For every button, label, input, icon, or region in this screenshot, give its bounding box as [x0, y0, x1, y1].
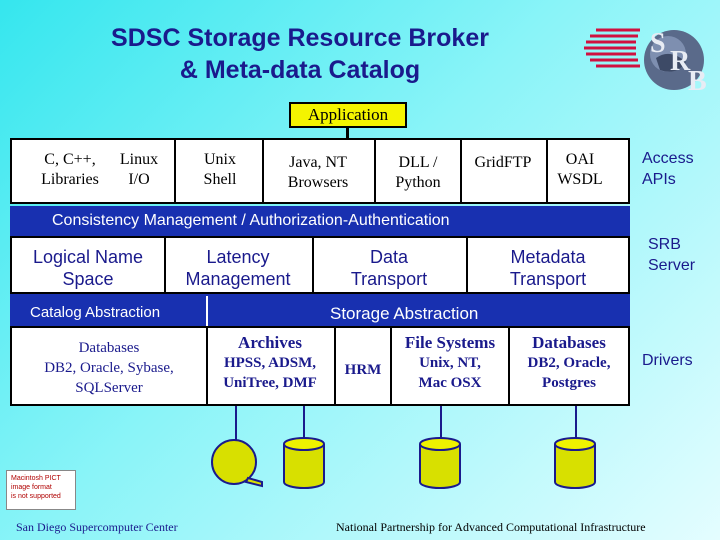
storage-abstraction-divider	[206, 296, 630, 326]
catalog-databases-line-3: SQLServer	[75, 380, 143, 396]
title-line-1: SDSC Storage Resource Broker	[111, 24, 489, 52]
file-systems-driver: File Systems Unix, NT, Mac OSX	[392, 333, 508, 393]
api-oai-wsdl: OAI WSDL	[552, 150, 608, 190]
api-java-browsers: Java, NT Browsers	[276, 153, 360, 193]
catalog-databases: Databases DB2, Oracle, Sybase, SQLServer	[14, 338, 204, 398]
filesystem-storage-icon	[419, 437, 461, 489]
latency-management-line-1: Latency	[206, 247, 270, 267]
api-dll-python: DLL / Python	[384, 153, 452, 193]
footer-sdsc: San Diego Supercomputer Center	[16, 520, 178, 534]
drivers-label: Drivers	[642, 352, 693, 369]
api-c-libraries-line-1: C, C++,	[44, 151, 96, 168]
access-apis-line-2: APIs	[642, 171, 676, 188]
application-connector	[346, 128, 349, 140]
hrm-driver: HRM	[344, 362, 382, 378]
file-systems-line-1: Unix, NT,	[419, 355, 481, 371]
api-linux-io: Linux I/O	[112, 150, 166, 190]
srb-server-line-2: Server	[648, 257, 696, 274]
api-separator	[460, 140, 462, 204]
api-linux-io-line-2: I/O	[128, 171, 150, 188]
archive-connector	[235, 406, 237, 442]
api-unix-shell-line-2: Shell	[203, 171, 237, 188]
server-separator	[164, 236, 166, 294]
slide-title: SDSC Storage Resource Broker & Meta-data…	[60, 22, 540, 86]
api-java-browsers-line-1: Java, NT	[289, 154, 347, 171]
storage-databases-driver: Databases DB2, Oracle, Postgres	[510, 333, 628, 393]
data-transport-line-1: Data	[369, 247, 409, 267]
data-transport: Data Transport	[314, 246, 464, 290]
consistency-management-label: Consistency Management / Authorization-A…	[52, 212, 450, 229]
storage-databases-title: Databases	[532, 333, 606, 352]
unsupported-image-placeholder: Macintosh PICT image format is not suppo…	[6, 470, 76, 510]
data-transport-line-2: Transport	[350, 269, 428, 289]
archives-driver: Archives HPSS, ADSM, UniTree, DMF	[208, 333, 332, 393]
archives-line-1: HPSS, ADSM,	[223, 355, 317, 371]
api-unix-shell: Unix Shell	[190, 150, 250, 190]
file-systems-title: File Systems	[404, 333, 496, 352]
catalog-databases-line-2: DB2, Oracle, Sybase,	[44, 360, 174, 376]
drivers-separator	[390, 326, 392, 406]
srb-logo-icon: S R B	[584, 28, 707, 97]
api-oai-wsdl-line-2: WSDL	[557, 171, 603, 188]
database-connector	[575, 406, 577, 442]
api-gridftp: GridFTP	[474, 154, 532, 171]
access-apis-line-1: Access	[642, 150, 694, 167]
api-c-libraries-line-2: Libraries	[41, 171, 99, 188]
hrm-connector	[303, 406, 305, 442]
server-separator	[466, 236, 468, 294]
database-storage-icon	[554, 437, 596, 489]
api-oai-wsdl-line-1: OAI	[565, 151, 595, 168]
title-line-2: & Meta-data Catalog	[179, 56, 421, 84]
storage-databases-line-1: DB2, Oracle,	[527, 355, 611, 371]
pict-notice-line-2: image format	[11, 484, 52, 491]
svg-text:B: B	[688, 66, 707, 97]
api-c-libraries: C, C++, Libraries	[30, 150, 110, 190]
access-apis-label: Access APIs	[642, 148, 694, 190]
api-separator	[546, 140, 548, 204]
tape-storage-icon	[211, 439, 263, 488]
pict-notice-line-3: is not supported	[11, 493, 61, 500]
api-separator	[374, 140, 376, 204]
api-unix-shell-line-1: Unix	[204, 151, 236, 168]
srb-server-label: SRB Server	[648, 234, 695, 276]
latency-management: Latency Management	[166, 246, 310, 290]
disk-storage-icon	[283, 437, 325, 489]
footer-npaci: National Partnership for Advanced Comput…	[336, 520, 646, 534]
file-systems-line-2: Mac OSX	[418, 375, 482, 391]
drivers-separator	[334, 326, 336, 406]
storage-databases-line-2: Postgres	[542, 375, 596, 391]
archives-line-2: UniTree, DMF	[223, 375, 317, 391]
drivers-separator	[206, 326, 208, 406]
server-services-row	[10, 236, 630, 294]
archives-title: Archives	[238, 333, 302, 352]
drivers-row	[10, 326, 630, 406]
api-java-browsers-line-2: Browsers	[287, 174, 349, 191]
api-dll-python-line-2: Python	[395, 174, 441, 191]
svg-text:R: R	[670, 46, 691, 77]
logical-name-space: Logical Name Space	[14, 246, 162, 290]
metadata-transport-line-2: Transport	[509, 269, 587, 289]
logical-name-space-line-1: Logical Name	[32, 247, 144, 267]
logical-name-space-line-2: Space	[62, 269, 114, 289]
application-box: Application	[289, 102, 407, 128]
metadata-transport-line-1: Metadata	[510, 247, 586, 267]
catalog-abstraction-label: Catalog Abstraction	[30, 304, 161, 321]
storage-abstraction-label: Storage Abstraction	[330, 304, 479, 323]
api-separator	[262, 140, 264, 204]
api-separator	[174, 140, 176, 204]
srb-server-line-1: SRB	[648, 236, 681, 253]
access-api-bar	[10, 138, 630, 204]
server-separator	[312, 236, 314, 294]
svg-text:S: S	[650, 28, 666, 59]
latency-management-line-2: Management	[185, 269, 291, 289]
metadata-transport: Metadata Transport	[468, 246, 628, 290]
api-dll-python-line-1: DLL /	[398, 154, 438, 171]
api-linux-io-line-1: Linux	[119, 151, 159, 168]
pict-notice-line-1: Macintosh PICT	[11, 475, 61, 482]
drivers-separator	[508, 326, 510, 406]
catalog-databases-line-1: Databases	[78, 340, 140, 356]
filesystem-connector	[440, 406, 442, 442]
